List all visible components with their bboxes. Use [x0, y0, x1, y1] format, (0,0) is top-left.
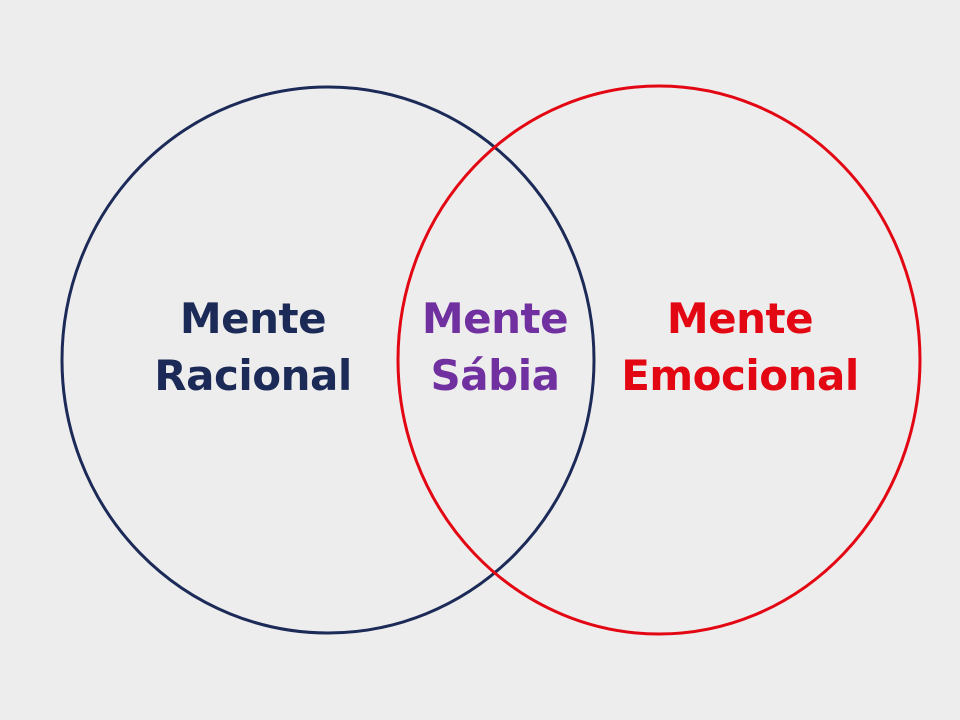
wise-mind-line-2: Sábia [430, 351, 560, 400]
rational-mind-line-1: Mente [179, 294, 327, 343]
rational-mind-line-2: Racional [154, 351, 352, 400]
emotional-mind-line-1: Mente [666, 294, 814, 343]
rational-mind-circle [60, 85, 596, 635]
emotional-mind-line-2: Emocional [621, 351, 859, 400]
emotional-mind-label: Mente Emocional [620, 290, 860, 404]
wise-mind-line-1: Mente [421, 294, 569, 343]
wise-mind-label: Mente Sábia [385, 290, 605, 404]
rational-mind-label: Mente Racional [133, 290, 373, 404]
emotional-mind-circle [396, 84, 922, 636]
